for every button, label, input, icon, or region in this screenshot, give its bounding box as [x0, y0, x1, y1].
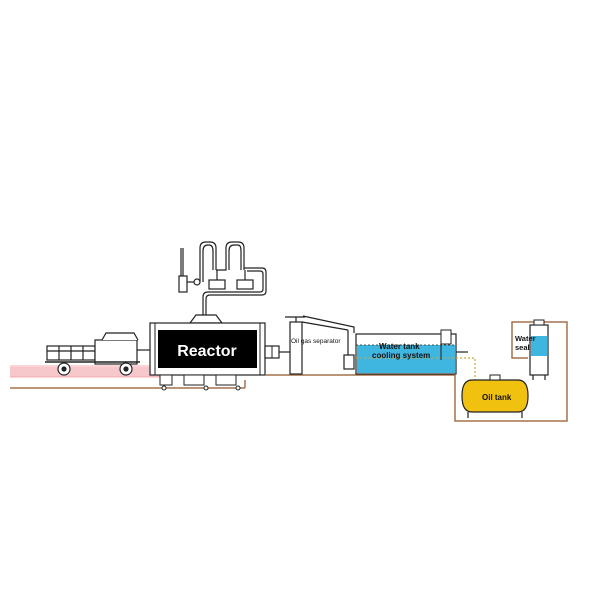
scrubber-pipe-loop-1: [199, 241, 217, 282]
chimney-stack: [178, 275, 188, 293]
separator-vessel: [289, 321, 303, 375]
cart-hub-right: [123, 366, 129, 372]
condenser-pipe: [302, 315, 355, 333]
oil-tank-label: Oil tank: [482, 393, 512, 402]
feeder-hopper: [101, 332, 139, 341]
scrubber-box-2: [236, 279, 254, 290]
oil-outlet-pipe: [456, 351, 476, 386]
cart-hub-left: [61, 366, 67, 372]
oil-tank-body: [461, 379, 529, 413]
water-tank: Water tank cooling system: [355, 329, 457, 375]
reactor-label: Reactor: [177, 343, 237, 360]
oil-tank-hatch: [489, 374, 501, 381]
scrubber-pipe-loop-2: [216, 241, 245, 271]
feeder-cart: [45, 332, 150, 376]
separator-valve-box: [343, 354, 355, 370]
reactor-body: [158, 330, 257, 368]
furnace-burner-1: [161, 385, 167, 391]
scrubber-box-1: [208, 279, 226, 290]
water-seal: Water seal: [515, 319, 549, 380]
water-seal-water: [531, 336, 547, 356]
main-pipeline: [265, 351, 455, 376]
reactor-dome: [188, 314, 224, 324]
water-seal-label-line1: Water: [515, 334, 536, 343]
oil-gas-separator-label: Oil gas separator: [291, 338, 341, 345]
furnace-door-3: [215, 374, 237, 386]
brown-loop-pipe: [454, 321, 568, 422]
water-tank-water: [357, 345, 455, 373]
furnace-door-2: [183, 374, 205, 386]
scrubber-return-pipe: [205, 267, 267, 315]
furnace-door-1: [159, 374, 173, 386]
feeder-body: [94, 339, 138, 365]
condenser-pipe-inner: [301, 321, 349, 331]
loop-pipe: [454, 321, 568, 422]
oil-tank: Oil tank: [461, 374, 529, 418]
furnace-burner-3: [235, 385, 241, 391]
water-tank-label: Water tank: [379, 342, 420, 351]
oil-gas-separator: Oil gas separator: [285, 315, 355, 375]
water-seal-cap: [533, 319, 545, 326]
reactor-unit: Reactor: [149, 322, 280, 391]
scrubber-pipe-loop-2-inner: [228, 244, 242, 270]
scrubber-pipe-loop-1-inner: [202, 244, 214, 282]
furnace-burner-2: [203, 385, 209, 391]
water-seal-label-line2: seal: [515, 343, 530, 352]
cooling-system-label: cooling system: [372, 351, 430, 360]
ground-band: [10, 367, 160, 377]
scrubber-valve: [193, 278, 201, 286]
scrubber-assembly: [178, 241, 267, 324]
scrubber-return-pipe-inner: [202, 270, 264, 315]
oil-pipe-to-tank: [456, 357, 476, 386]
tank-vent: [440, 329, 452, 345]
